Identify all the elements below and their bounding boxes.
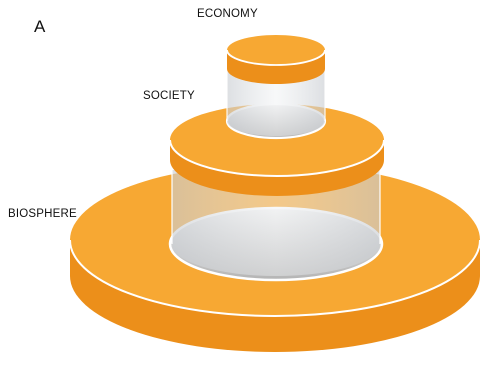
economy-disc-top: [227, 35, 325, 65]
panel-label: A: [34, 17, 46, 36]
biosphere-society-column: [171, 170, 381, 276]
economy-label: ECONOMY: [197, 8, 258, 20]
society-disc-top: [170, 104, 384, 176]
economy-disc-edge: [226, 49, 326, 66]
economy-disc: [226, 35, 326, 84]
society-economy-column: [226, 70, 326, 136]
biosphere-disc-edge: [69, 239, 481, 317]
society-disc-edge: [169, 139, 385, 177]
society-label: SOCIETY: [143, 90, 195, 102]
biosphere-label: BIOSPHERE: [8, 208, 77, 220]
